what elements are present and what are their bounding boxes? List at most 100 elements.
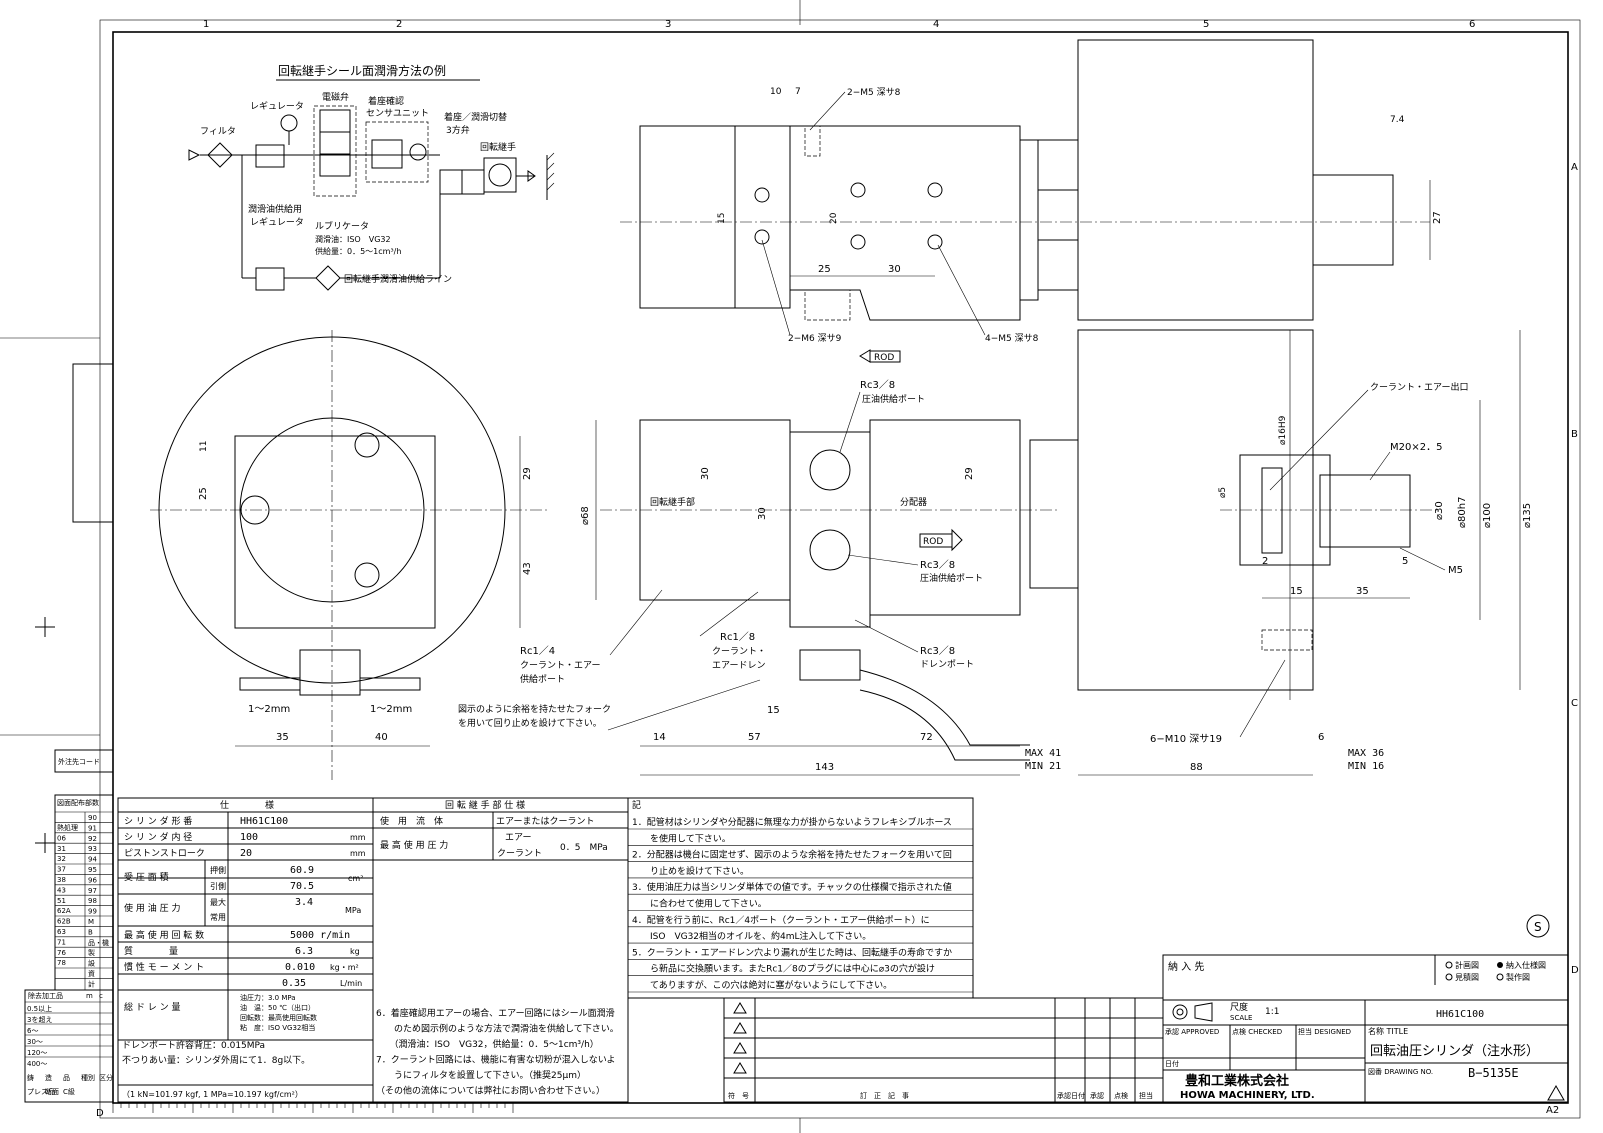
tol-col: m — [86, 992, 93, 1000]
rev-col-mark: 符 号 — [728, 1091, 749, 1100]
dim-29b: 29 — [964, 467, 975, 480]
note-line: 5．クーラント・エアードレン穴より漏れが生じた時は、回転継手の寿命ですか — [632, 946, 952, 958]
drain-port: ドレンポート — [920, 659, 974, 670]
label-filter: フィルタ — [200, 126, 236, 137]
joint-part-label: 回転継手部 — [650, 496, 695, 508]
rev-col-date: 承認日付 — [1057, 1091, 1085, 1100]
dim-20: 20 — [829, 212, 839, 224]
dept-code: 62B — [57, 918, 71, 926]
s-mark-icon — [1526, 914, 1550, 938]
zone-row-b: B — [1571, 429, 1578, 440]
dim-25: 25 — [818, 264, 831, 275]
left-bottom-cell: 区分 — [99, 1073, 113, 1082]
s-mark: S — [1534, 920, 1542, 934]
schematic-title: 回転継手シール面潤滑方法の例 — [278, 63, 446, 78]
label-solenoid: 電磁弁 — [322, 91, 349, 103]
tol-row: 3を超え — [27, 1015, 52, 1024]
dim-57: 57 — [748, 732, 761, 743]
label-lube-reg1: 潤滑油供給用 — [248, 203, 302, 215]
spec-header: 仕 様 — [220, 799, 274, 811]
note-line: り止めを設けて下さい。 — [632, 865, 749, 877]
tolerance-header: 除去加工品 — [28, 991, 63, 1000]
dim-30: 30 — [888, 264, 901, 275]
area-push-value: 60.9 — [290, 865, 314, 876]
tol-row: 6～ — [27, 1027, 38, 1035]
three-way-valve-symbol — [461, 169, 485, 195]
rc38-b: Rc3／8 — [920, 559, 955, 571]
left-bottom-cell: 種別 — [81, 1073, 95, 1082]
drain-unit: L/min — [340, 979, 362, 988]
scale-sub: SCALE — [1230, 1014, 1252, 1022]
rod-arrow-right-icon — [951, 528, 963, 552]
rev-col-check: 点検 — [1114, 1091, 1128, 1100]
dim-max36: MAX 36 — [1348, 748, 1384, 759]
opt-plan: 計画図 — [1455, 960, 1479, 970]
side-view: ROD ROD Rc3／8 圧油供給ポート Rc3／8 圧油供給ポート Rc3／… — [458, 329, 1314, 776]
label-oil: 潤滑油：ISO VG32 — [315, 234, 391, 244]
fork-note-2: を用いて回り止めを設けて下さい。 — [458, 717, 602, 729]
extra-note-line: （その他の流体については弊社にお問い合わせ下さい。） — [376, 1085, 605, 1097]
filter-symbol — [207, 142, 233, 168]
tol-row: 400～ — [27, 1060, 47, 1068]
dim-min21: MIN 21 — [1025, 761, 1061, 772]
dim-m10: 6−M10 深サ19 — [1150, 733, 1222, 745]
dim-10: 10 — [770, 87, 782, 97]
dim-m5: M5 — [1448, 565, 1463, 576]
left-bottom-cell: 品 — [63, 1074, 70, 1082]
label-sensor1: 着座確認 — [368, 95, 404, 107]
revision-triangle-icon — [733, 1002, 747, 1014]
coolant-port-2: 供給ポート — [520, 673, 565, 685]
pressure-label: 使 用 油 圧 力 — [124, 902, 180, 914]
approved-label: 承認 APPROVED — [1165, 1027, 1219, 1036]
bottom-ruler — [112, 1103, 514, 1113]
section-view: クーラント・エアー出口 M20×2．5 ⌀16H9 ⌀5 ⌀30 ⌀80h7 ⌀… — [1078, 330, 1533, 776]
dim-d16h9: ⌀16H9 — [1278, 415, 1288, 445]
note-line: に合わせて使用して下さい。 — [632, 898, 767, 910]
label-lubricator: ルブリケータ — [315, 220, 369, 232]
left-bottom-cell: C級 — [63, 1087, 75, 1096]
zone-row-c: C — [1571, 698, 1578, 709]
label-sensor2: センサユニット — [366, 108, 429, 119]
top-view: 10 7 2−M5 深サ8 15 20 25 30 2−M6 深サ9 4−M5 … — [620, 39, 1443, 344]
opt-production: 製作図 — [1506, 972, 1530, 982]
dwg-label: 図番 DRAWING NO. — [1368, 1068, 1433, 1076]
spec-row-value: HH61C100 — [240, 816, 288, 827]
dim-max41: MAX 41 — [1025, 748, 1061, 759]
inertia-unit: kg・m² — [330, 963, 359, 972]
extra-note-line: のため図示例のような方法で潤滑油を供給して下さい。 — [376, 1023, 619, 1035]
dist-row: 計 — [88, 979, 95, 988]
pressure-max-sub: 最大 — [210, 897, 226, 907]
revision-triangle-icon — [733, 1062, 747, 1074]
company-name-en: HOWA MACHINERY, LTD. — [1180, 1090, 1315, 1101]
zone-col-1: 1 — [203, 19, 209, 30]
drawing-title: 回転油圧シリンダ（注水形） — [1370, 1044, 1539, 1059]
drawing-number: B−5135E — [1468, 1066, 1519, 1080]
pressure-port-a: 圧油供給ポート — [862, 393, 925, 405]
mass-value: 6.3 — [295, 946, 313, 957]
rev-col-design: 担当 — [1139, 1091, 1153, 1100]
customer-label: 納 入 先 — [1168, 960, 1204, 973]
dist-row: 製 — [88, 948, 95, 957]
dist-row: 品・機 — [88, 938, 109, 947]
rc38-c: Rc3／8 — [920, 645, 955, 657]
mass-unit: kg — [350, 947, 360, 956]
drain-label: 総 ド レ ン 量 — [124, 1001, 180, 1013]
dist-row: 93 — [88, 845, 97, 853]
dim-7-4: 7.4 — [1390, 115, 1405, 125]
company-name: 豊和工業株式会社 — [1185, 1073, 1289, 1089]
tol-row: 0.5以上 — [27, 1004, 52, 1013]
pressure-normal-sub: 常用 — [210, 913, 226, 922]
note-line: を使用して下さい。 — [632, 832, 731, 844]
left-bottom-cell: 造 — [45, 1073, 52, 1082]
extra-note-line: 7．クーラント回路には、機能に有害な切粉が混入しないよ — [376, 1054, 616, 1066]
opt-spec: 納入仕様図 — [1506, 960, 1546, 970]
sensor-unit-symbol — [371, 139, 403, 169]
spec-row-label: シ リ ン ダ 内 径 — [124, 831, 192, 843]
dim-d135: ⌀135 — [1522, 503, 1533, 528]
joint-air: エアー — [505, 833, 531, 843]
dist-row: 設 — [88, 959, 95, 968]
spec-row-value: 20 — [240, 848, 252, 859]
dim-30b: 30 — [757, 507, 768, 520]
note-line: 1．配管材はシリンダや分配器に無理な力が掛からないようフレキシブルホース — [632, 816, 952, 828]
